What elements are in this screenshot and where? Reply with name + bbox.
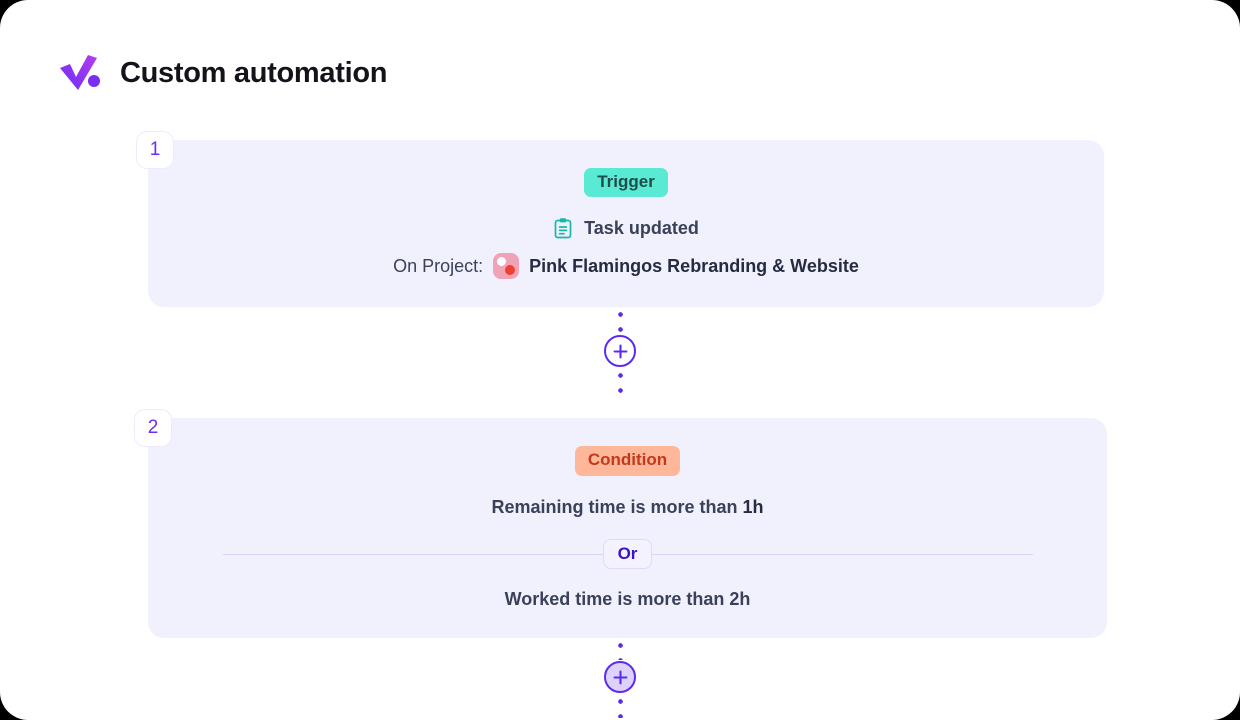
condition-value-1: 1h bbox=[742, 496, 764, 517]
trigger-row: Task updated bbox=[553, 217, 699, 239]
condition-row-2: Worked time is more than 2h bbox=[505, 589, 751, 610]
connector-2 bbox=[590, 638, 650, 720]
clipboard-icon bbox=[553, 217, 573, 239]
page-title: Custom automation bbox=[120, 56, 388, 89]
project-row: On Project: Pink Flamingos Rebranding & … bbox=[393, 253, 859, 280]
step-number-badge-1: 1 bbox=[136, 131, 174, 169]
dotted-line-top bbox=[617, 307, 623, 334]
condition-text-2: Worked time is more than bbox=[504, 589, 730, 610]
project-name: Pink Flamingos Rebranding & Website bbox=[529, 255, 859, 276]
step-card-trigger[interactable]: Trigger Task updated On Proj bbox=[148, 140, 1104, 307]
condition-row-1: Remaining time is more than 1h bbox=[491, 497, 763, 518]
add-step-button-2[interactable] bbox=[604, 661, 636, 693]
project-prefix-label: On Project: bbox=[393, 255, 484, 276]
project-avatar-icon bbox=[493, 253, 520, 280]
trigger-label: Task updated bbox=[584, 217, 699, 238]
check-mark-logo-icon bbox=[56, 50, 102, 96]
dotted-line-bottom-2 bbox=[617, 694, 623, 718]
dotted-line-bottom bbox=[617, 368, 623, 396]
connector-1 bbox=[590, 307, 650, 418]
plus-icon bbox=[612, 669, 629, 686]
page-header: Custom automation bbox=[56, 50, 387, 96]
condition-operator-divider: Or bbox=[222, 538, 1033, 570]
condition-value-2: 2h bbox=[729, 589, 751, 610]
dotted-line-top-2 bbox=[617, 638, 623, 660]
plus-icon bbox=[612, 343, 629, 360]
step-card-condition[interactable]: Condition Remaining time is more than 1h… bbox=[148, 418, 1107, 638]
status-badge-trigger: Trigger bbox=[584, 167, 668, 198]
condition-text-1: Remaining time is more than bbox=[491, 496, 743, 517]
add-step-button-1[interactable] bbox=[604, 335, 636, 367]
operator-chip-or[interactable]: Or bbox=[602, 538, 653, 570]
status-badge-condition: Condition bbox=[574, 445, 681, 476]
step-number-badge-2: 2 bbox=[134, 409, 172, 447]
